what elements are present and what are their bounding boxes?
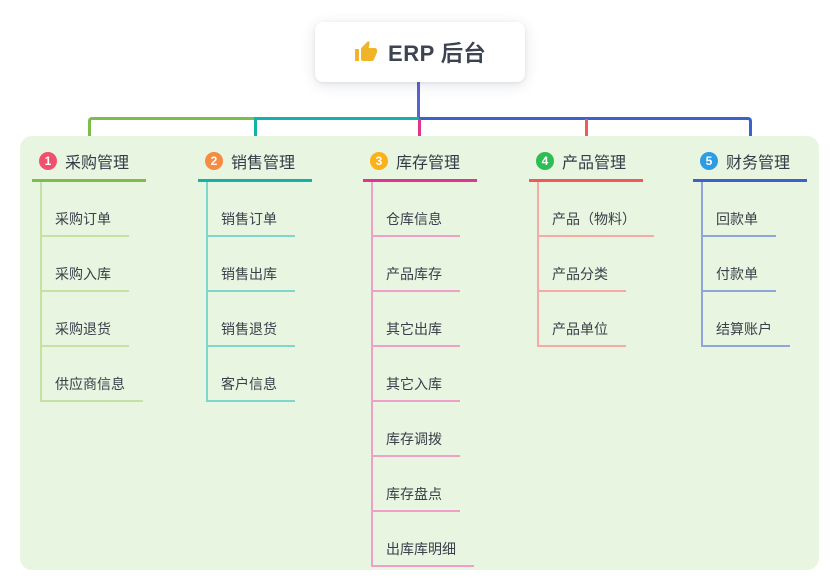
branch-number-badge: 5 [700,152,718,170]
leaf-label: 产品分类 [537,264,626,292]
leaf-node[interactable]: 客户信息 [206,347,295,402]
leaf-node[interactable]: 其它出库 [371,292,474,347]
branch-label: 库存管理 [396,155,461,172]
leaf-label: 销售出库 [206,264,295,292]
connector-branch-4 [585,119,588,148]
leaf-label: 产品单位 [537,319,626,347]
leaf-label: 付款单 [701,264,776,292]
leaf-node[interactable]: 销售订单 [206,182,295,237]
branch-items: 产品（物料） 产品分类产品单位 [537,182,654,347]
branch-items: 回款单付款单结算账户 [701,182,790,347]
branches-panel [20,136,819,570]
leaf-label: 出库库明细 [371,539,474,567]
root-node[interactable]: ERP 后台 [315,22,525,82]
branch-node[interactable]: 4 产品管理 [529,147,643,182]
leaf-label: 销售退货 [206,319,295,347]
leaf-label: 结算账户 [701,319,790,347]
branch-items: 仓库信息产品库存其它出库其它入库库存调拨库存盘点出库库明细 [371,182,474,567]
leaf-label: 供应商信息 [40,374,143,402]
leaf-label: 销售订单 [206,209,295,237]
branch-items: 采购订单采购入库采购退货供应商信息 [40,182,143,402]
leaf-label: 产品库存 [371,264,460,292]
thumbs-up-icon [355,41,378,61]
branch-label: 财务管理 [726,155,791,172]
leaf-node[interactable]: 产品库存 [371,237,474,292]
branch: 3 库存管理 仓库信息产品库存其它出库其它入库库存调拨库存盘点出库库明细 [363,147,477,567]
leaf-node[interactable]: 销售出库 [206,237,295,292]
connector-branch-1 [88,117,254,148]
branch-number-badge: 2 [205,152,223,170]
leaf-label: 仓库信息 [371,209,460,237]
branch-node[interactable]: 5 财务管理 [693,147,807,182]
leaf-node[interactable]: 销售退货 [206,292,295,347]
branch: 4 产品管理 产品（物料） 产品分类产品单位 [529,147,654,347]
branch-label: 采购管理 [65,155,130,172]
leaf-node[interactable]: 供应商信息 [40,347,143,402]
leaf-node[interactable]: 回款单 [701,182,790,237]
root-title: ERP 后台 [388,41,486,66]
connector-branch-3 [418,119,421,148]
leaf-node[interactable]: 出库库明细 [371,512,474,567]
leaf-label: 客户信息 [206,374,295,402]
leaf-label: 库存调拨 [371,429,460,457]
leaf-label: 库存盘点 [371,484,460,512]
root-stem-line [417,82,420,120]
branch: 5 财务管理 回款单付款单结算账户 [693,147,807,347]
leaf-node[interactable]: 产品分类 [537,237,654,292]
leaf-node[interactable]: 采购入库 [40,237,143,292]
branch: 1 采购管理 采购订单采购入库采购退货供应商信息 [32,147,146,402]
branch-items: 销售订单销售出库销售退货客户信息 [206,182,295,402]
leaf-node[interactable]: 采购订单 [40,182,143,237]
leaf-node[interactable]: 产品（物料） [537,182,654,237]
leaf-node[interactable]: 仓库信息 [371,182,474,237]
leaf-node[interactable]: 付款单 [701,237,790,292]
leaf-node[interactable]: 采购退货 [40,292,143,347]
leaf-label: 采购退货 [40,319,129,347]
leaf-node[interactable]: 产品单位 [537,292,654,347]
leaf-node[interactable]: 库存盘点 [371,457,474,512]
leaf-label: 采购订单 [40,209,129,237]
leaf-node[interactable]: 其它入库 [371,347,474,402]
branch-label: 销售管理 [231,155,296,172]
branch: 2 销售管理 销售订单销售出库销售退货客户信息 [198,147,312,402]
leaf-label: 其它出库 [371,319,460,347]
branch-node[interactable]: 1 采购管理 [32,147,146,182]
branch-label: 产品管理 [562,155,627,172]
leaf-label: 回款单 [701,209,776,237]
leaf-node[interactable]: 库存调拨 [371,402,474,457]
branch-number-badge: 4 [536,152,554,170]
leaf-node[interactable]: 结算账户 [701,292,790,347]
branch-node[interactable]: 2 销售管理 [198,147,312,182]
branch-number-badge: 3 [370,152,388,170]
branch-node[interactable]: 3 库存管理 [363,147,477,182]
leaf-label: 采购入库 [40,264,129,292]
connector-branch-5 [419,117,752,148]
connector-branch-2 [254,117,419,148]
branch-number-badge: 1 [39,152,57,170]
leaf-label: 产品（物料） [537,209,654,237]
leaf-label: 其它入库 [371,374,460,402]
